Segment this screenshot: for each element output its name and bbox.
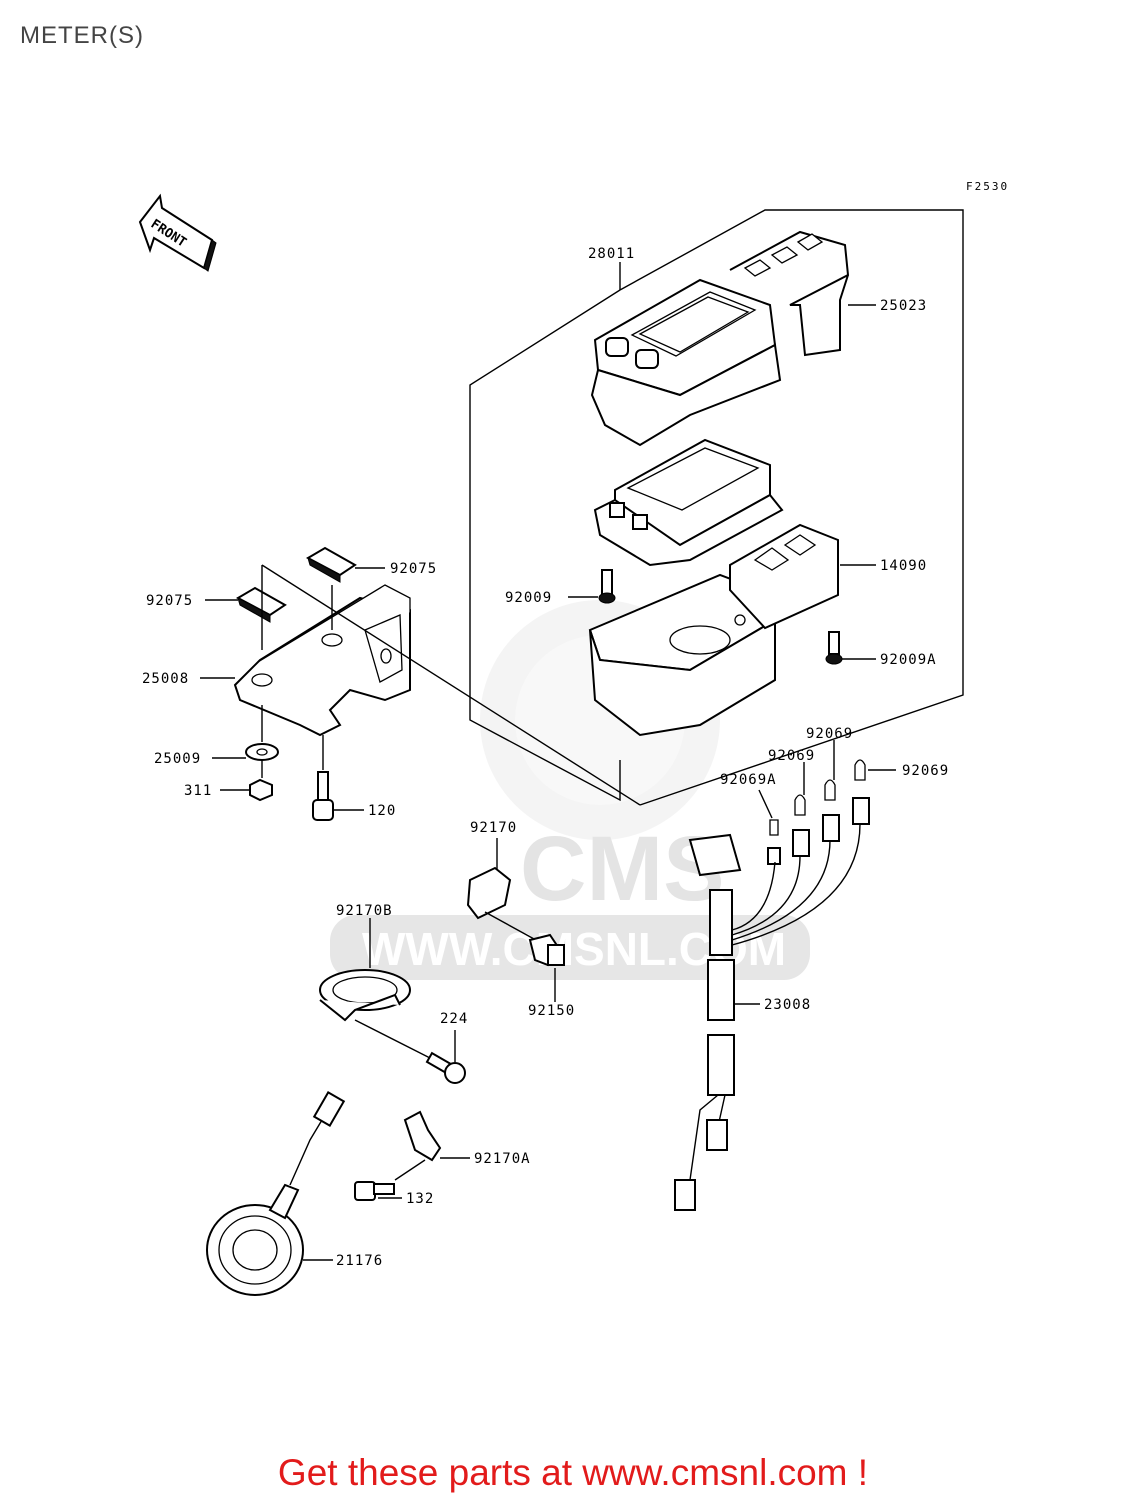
- callout-25023: 25023: [880, 298, 927, 314]
- callout-92069a: 92069A: [720, 772, 777, 788]
- callout-92009: 92009: [505, 590, 552, 606]
- meter-case-right: [729, 230, 850, 357]
- assembly-frame: [469, 289, 621, 802]
- callout-92170b: 92170B: [336, 903, 393, 919]
- callout-224: 224: [440, 1011, 468, 1027]
- bracket-25008: [233, 584, 411, 737]
- parts-diagram: CMS WWW.CMSNL.COM F2530 FRONT: [138, 180, 1009, 1296]
- callout-14090: 14090: [880, 558, 927, 574]
- callout-92075-right: 92075: [390, 561, 437, 577]
- screw-92009: [598, 569, 616, 604]
- callout-92069-top: 92069: [806, 726, 853, 742]
- callout-25008: 25008: [142, 671, 189, 687]
- meter-cover: [590, 278, 782, 447]
- clamp-92170a: [403, 1110, 442, 1162]
- bulb-92069-2: [822, 779, 840, 842]
- screw-92009a: [825, 631, 843, 665]
- callout-120: 120: [368, 803, 396, 819]
- bulb-92069a: [767, 819, 781, 865]
- callout-28011: 28011: [588, 246, 635, 262]
- cta-link[interactable]: Get these parts at www.cmsnl.com !: [0, 1452, 1146, 1494]
- clamp-92170b: [319, 969, 411, 1022]
- watermark-brand: CMS: [520, 818, 724, 920]
- meter-lower-case: [588, 523, 839, 737]
- screw-224: [425, 1051, 466, 1084]
- callout-92150: 92150: [528, 1003, 575, 1019]
- bulb-92069-1: [792, 794, 810, 857]
- callout-92069-right: 92069: [902, 763, 949, 779]
- callout-92009a: 92009A: [880, 652, 937, 668]
- nut-311: [249, 778, 273, 802]
- sensor-21176: [206, 1091, 346, 1296]
- bulb-92069-3: [852, 759, 870, 825]
- callout-311: 311: [184, 783, 212, 799]
- page-title: METER(S): [20, 22, 144, 49]
- clamp-92170: [466, 866, 512, 920]
- harness-23008: [674, 823, 861, 1211]
- callout-132: 132: [406, 1191, 434, 1207]
- callout-23008: 23008: [764, 997, 811, 1013]
- bolt-120: [312, 771, 334, 821]
- callout-92069-mid: 92069: [768, 748, 815, 764]
- bolt-92150: [528, 933, 565, 967]
- figure-code: F2530: [966, 180, 1009, 193]
- bolt-132: [354, 1181, 395, 1201]
- front-arrow-icon: FRONT: [138, 193, 217, 272]
- rubber-92075-right: [305, 546, 357, 583]
- callout-92170a: 92170A: [474, 1151, 531, 1167]
- meter-unit: [593, 438, 784, 567]
- callout-21176: 21176: [336, 1253, 383, 1269]
- cta-link-text[interactable]: Get these parts at www.cmsnl.com !: [277, 1452, 869, 1493]
- callout-25009: 25009: [154, 751, 201, 767]
- callout-92170: 92170: [470, 820, 517, 836]
- callout-92075-left: 92075: [146, 593, 193, 609]
